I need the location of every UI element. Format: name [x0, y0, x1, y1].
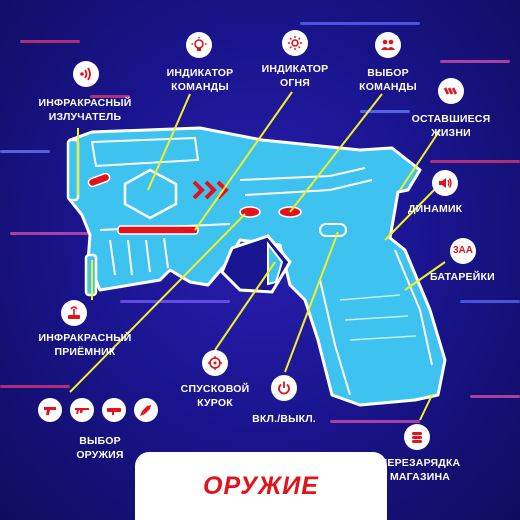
line-team-select: [289, 93, 383, 213]
power-icon: [271, 375, 297, 401]
bullets-icon: [404, 424, 430, 450]
reload-label: ПЕРЕЗАРЯДКА МАГАЗИНА: [379, 457, 461, 483]
streak: [120, 300, 230, 303]
chevron-stack-icon: [438, 78, 464, 104]
antenna-icon: [61, 300, 87, 326]
rocket-icon: [134, 398, 158, 422]
line-reload: [419, 394, 433, 421]
title-banner: ОРУЖИЕ: [135, 452, 387, 520]
line-batteries: [404, 261, 446, 291]
people-icon: [375, 32, 401, 58]
weapon-select-label: ВЫБОР ОРУЖИЯ: [76, 435, 124, 461]
streak: [460, 300, 520, 303]
speaker-label: ДИНАМИК: [408, 203, 463, 215]
pistol-icon: [38, 398, 62, 422]
line-fire-indicator: [194, 91, 293, 231]
speaker-icon: [432, 170, 458, 196]
streak: [0, 385, 70, 388]
fire-indicator-label: ИНДИКАТОР ОГНЯ: [261, 63, 329, 89]
ir-receiver-label: ИНФРАКРАСНЫЙ ПРИЁМНИК: [38, 332, 132, 358]
line-power: [284, 231, 339, 373]
team-select-label: ВЫБОР КОМАНДЫ: [359, 67, 417, 93]
batteries-label: БАТАРЕЙКИ: [430, 271, 495, 283]
streak: [0, 150, 50, 153]
battery-icon: 3АА: [450, 238, 476, 264]
ir-emitter-label: ИНФРАКРАСНЫЙ ИЗЛУЧАТЕЛЬ: [38, 97, 132, 123]
title-text: ОРУЖИЕ: [203, 471, 319, 500]
streak: [20, 40, 80, 43]
streak: [440, 60, 510, 63]
streak: [90, 95, 130, 98]
lightbulb-icon: [186, 32, 212, 58]
streak: [10, 232, 90, 235]
power-label: ВКЛ./ВЫКЛ.: [252, 413, 316, 425]
rifle-icon: [70, 398, 94, 422]
streak: [470, 395, 520, 398]
line-speaker: [384, 187, 437, 241]
streak: [300, 22, 420, 25]
streak: [360, 110, 410, 113]
trigger-label: СПУСКОВОЙ КУРОК: [180, 383, 250, 409]
crosshair-icon: [202, 350, 228, 376]
streak: [430, 160, 520, 163]
sun-icon: [282, 30, 308, 56]
line-trigger: [214, 261, 276, 351]
line-lives-left: [399, 129, 441, 191]
streak: [330, 420, 420, 423]
bazooka-icon: [102, 398, 126, 422]
team-indicator-label: ИНДИКАТОР КОМАНДЫ: [166, 67, 234, 93]
wireless-signal-icon: [73, 61, 99, 87]
line-weapon-select: [69, 213, 246, 393]
lives-left-label: ОСТАВШИЕСЯ ЖИЗНИ: [411, 113, 491, 139]
line-team-indicator: [147, 93, 191, 191]
